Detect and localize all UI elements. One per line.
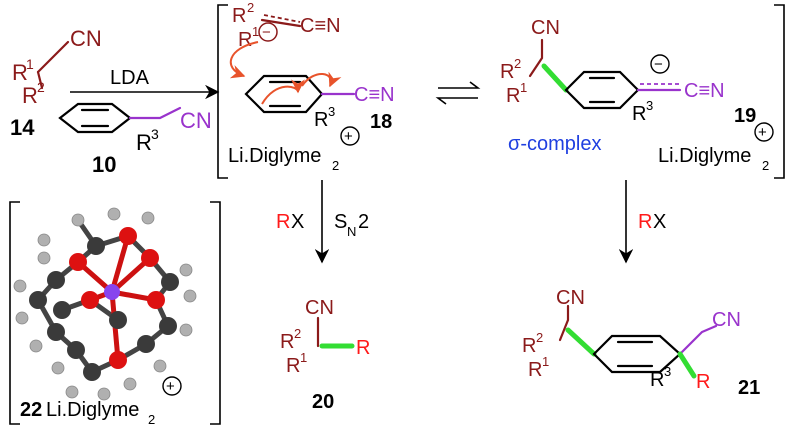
r3-superscript: 3 (646, 98, 653, 113)
electrophile-x-label: X (653, 211, 666, 233)
r3-label: R (650, 369, 664, 391)
complex-18-structure: R 2 R 1 − C≡N C≡N R 3 (229, 0, 395, 131)
compound-19-number: 19 (734, 105, 756, 127)
equilibrium-arrows (435, 81, 481, 105)
sigma-charge-circle (650, 54, 670, 74)
compound-10-structure: CN R 3 (58, 102, 212, 155)
arene-nitrile-label: C≡N (354, 84, 395, 106)
r2-label: R (232, 5, 246, 27)
r1-label: R (286, 355, 300, 377)
anion-nitrile-label: C≡N (300, 15, 341, 37)
r1-label: R (506, 85, 520, 107)
nitrile-group-label: CN (556, 287, 585, 309)
cation-plus-sign: + (166, 378, 175, 395)
nitrile-group-label: CN (305, 297, 334, 319)
r3-superscript: 3 (151, 126, 159, 142)
anion-charge-circle (258, 22, 278, 42)
cation-charge-circle (162, 376, 182, 396)
r3-superscript: 3 (328, 104, 335, 119)
r1-superscript: 1 (252, 24, 259, 39)
compound-18-number: 18 (370, 111, 392, 133)
compound-20-structure: CN R R 2 R 1 (280, 297, 370, 377)
sigma-minus-sign: − (654, 56, 663, 73)
lda-reagent-label: LDA (110, 67, 150, 89)
nitrile-group-label: CN (70, 26, 102, 51)
r3-label: R (314, 109, 328, 131)
r2-label: R (22, 83, 38, 108)
electrophile-r-label: R (638, 211, 652, 233)
sn2-label: S (334, 211, 347, 233)
counterion-text: Li.Diglyme (658, 145, 751, 167)
r2-superscript: 2 (514, 56, 521, 71)
compound-10-number: 10 (92, 152, 116, 177)
diglyme-complex-3d-model (13, 207, 197, 401)
r2-label: R (500, 61, 514, 83)
cation-plus-sign: + (758, 124, 767, 141)
electrophile-x-label: X (291, 211, 304, 233)
r1-superscript: 1 (26, 56, 34, 72)
compound-14-structure: CN R 1 R 2 (12, 26, 102, 108)
r3-label: R (136, 130, 152, 155)
r2-superscript: 2 (294, 326, 301, 341)
intermediate-bracket-left (217, 4, 228, 179)
model-bracket-left (9, 201, 20, 425)
sigma-complex-label: σ-complex (508, 133, 601, 155)
r2-superscript: 2 (536, 330, 543, 345)
r2-label: R (522, 335, 536, 357)
r2-superscript: 2 (37, 79, 45, 95)
cation-charge-circle (754, 122, 774, 142)
new-alkyl-r-label: R (696, 371, 710, 393)
r1-superscript: 1 (520, 80, 527, 95)
cation-plus-sign: + (344, 128, 353, 145)
compound-14-number: 14 (10, 115, 35, 140)
complex-19-structure: CN R 2 R 1 C≡N − R 3 (500, 17, 725, 125)
cation-charge-circle (340, 126, 360, 146)
sn2-subscript: N (347, 224, 356, 239)
anion-minus-sign: − (262, 24, 271, 41)
new-alkyl-r-label: R (356, 337, 370, 359)
compound-22-number: 22 (20, 399, 42, 421)
r2-label: R (280, 331, 294, 353)
intermediate-bracket-right (774, 4, 785, 179)
counterion-text: Li.Diglyme (228, 145, 321, 167)
electrophile-r-label: R (276, 211, 290, 233)
r2-superscript: 2 (247, 0, 254, 15)
counterion-right: Li.Diglyme 2 + (658, 122, 774, 173)
counterion-subscript: 2 (332, 158, 339, 173)
anion-nitrile-label: C≡N (684, 80, 725, 102)
r1-label: R (12, 60, 28, 85)
counterion-subscript: 2 (148, 412, 155, 427)
counterion-subscript: 2 (762, 158, 769, 173)
cn-label: CN (712, 309, 741, 331)
sn2-number: 2 (358, 211, 369, 233)
model-bracket-right (210, 201, 221, 425)
r1-superscript: 1 (542, 354, 549, 369)
counterion-left: Li.Diglyme 2 + (228, 126, 360, 173)
compound-21-number: 21 (738, 377, 760, 399)
counterion-text: Li.Diglyme (46, 399, 139, 421)
r1-label: R (528, 359, 542, 381)
nitrile-group-label: CN (531, 17, 560, 39)
r3-superscript: 3 (664, 364, 671, 379)
compound-21-structure: CN R 2 R 1 CN R R 3 (522, 287, 741, 393)
r3-label: R (632, 103, 646, 125)
compound-20-number: 20 (312, 391, 334, 413)
r1-superscript: 1 (300, 350, 307, 365)
cn-label: CN (180, 108, 212, 133)
